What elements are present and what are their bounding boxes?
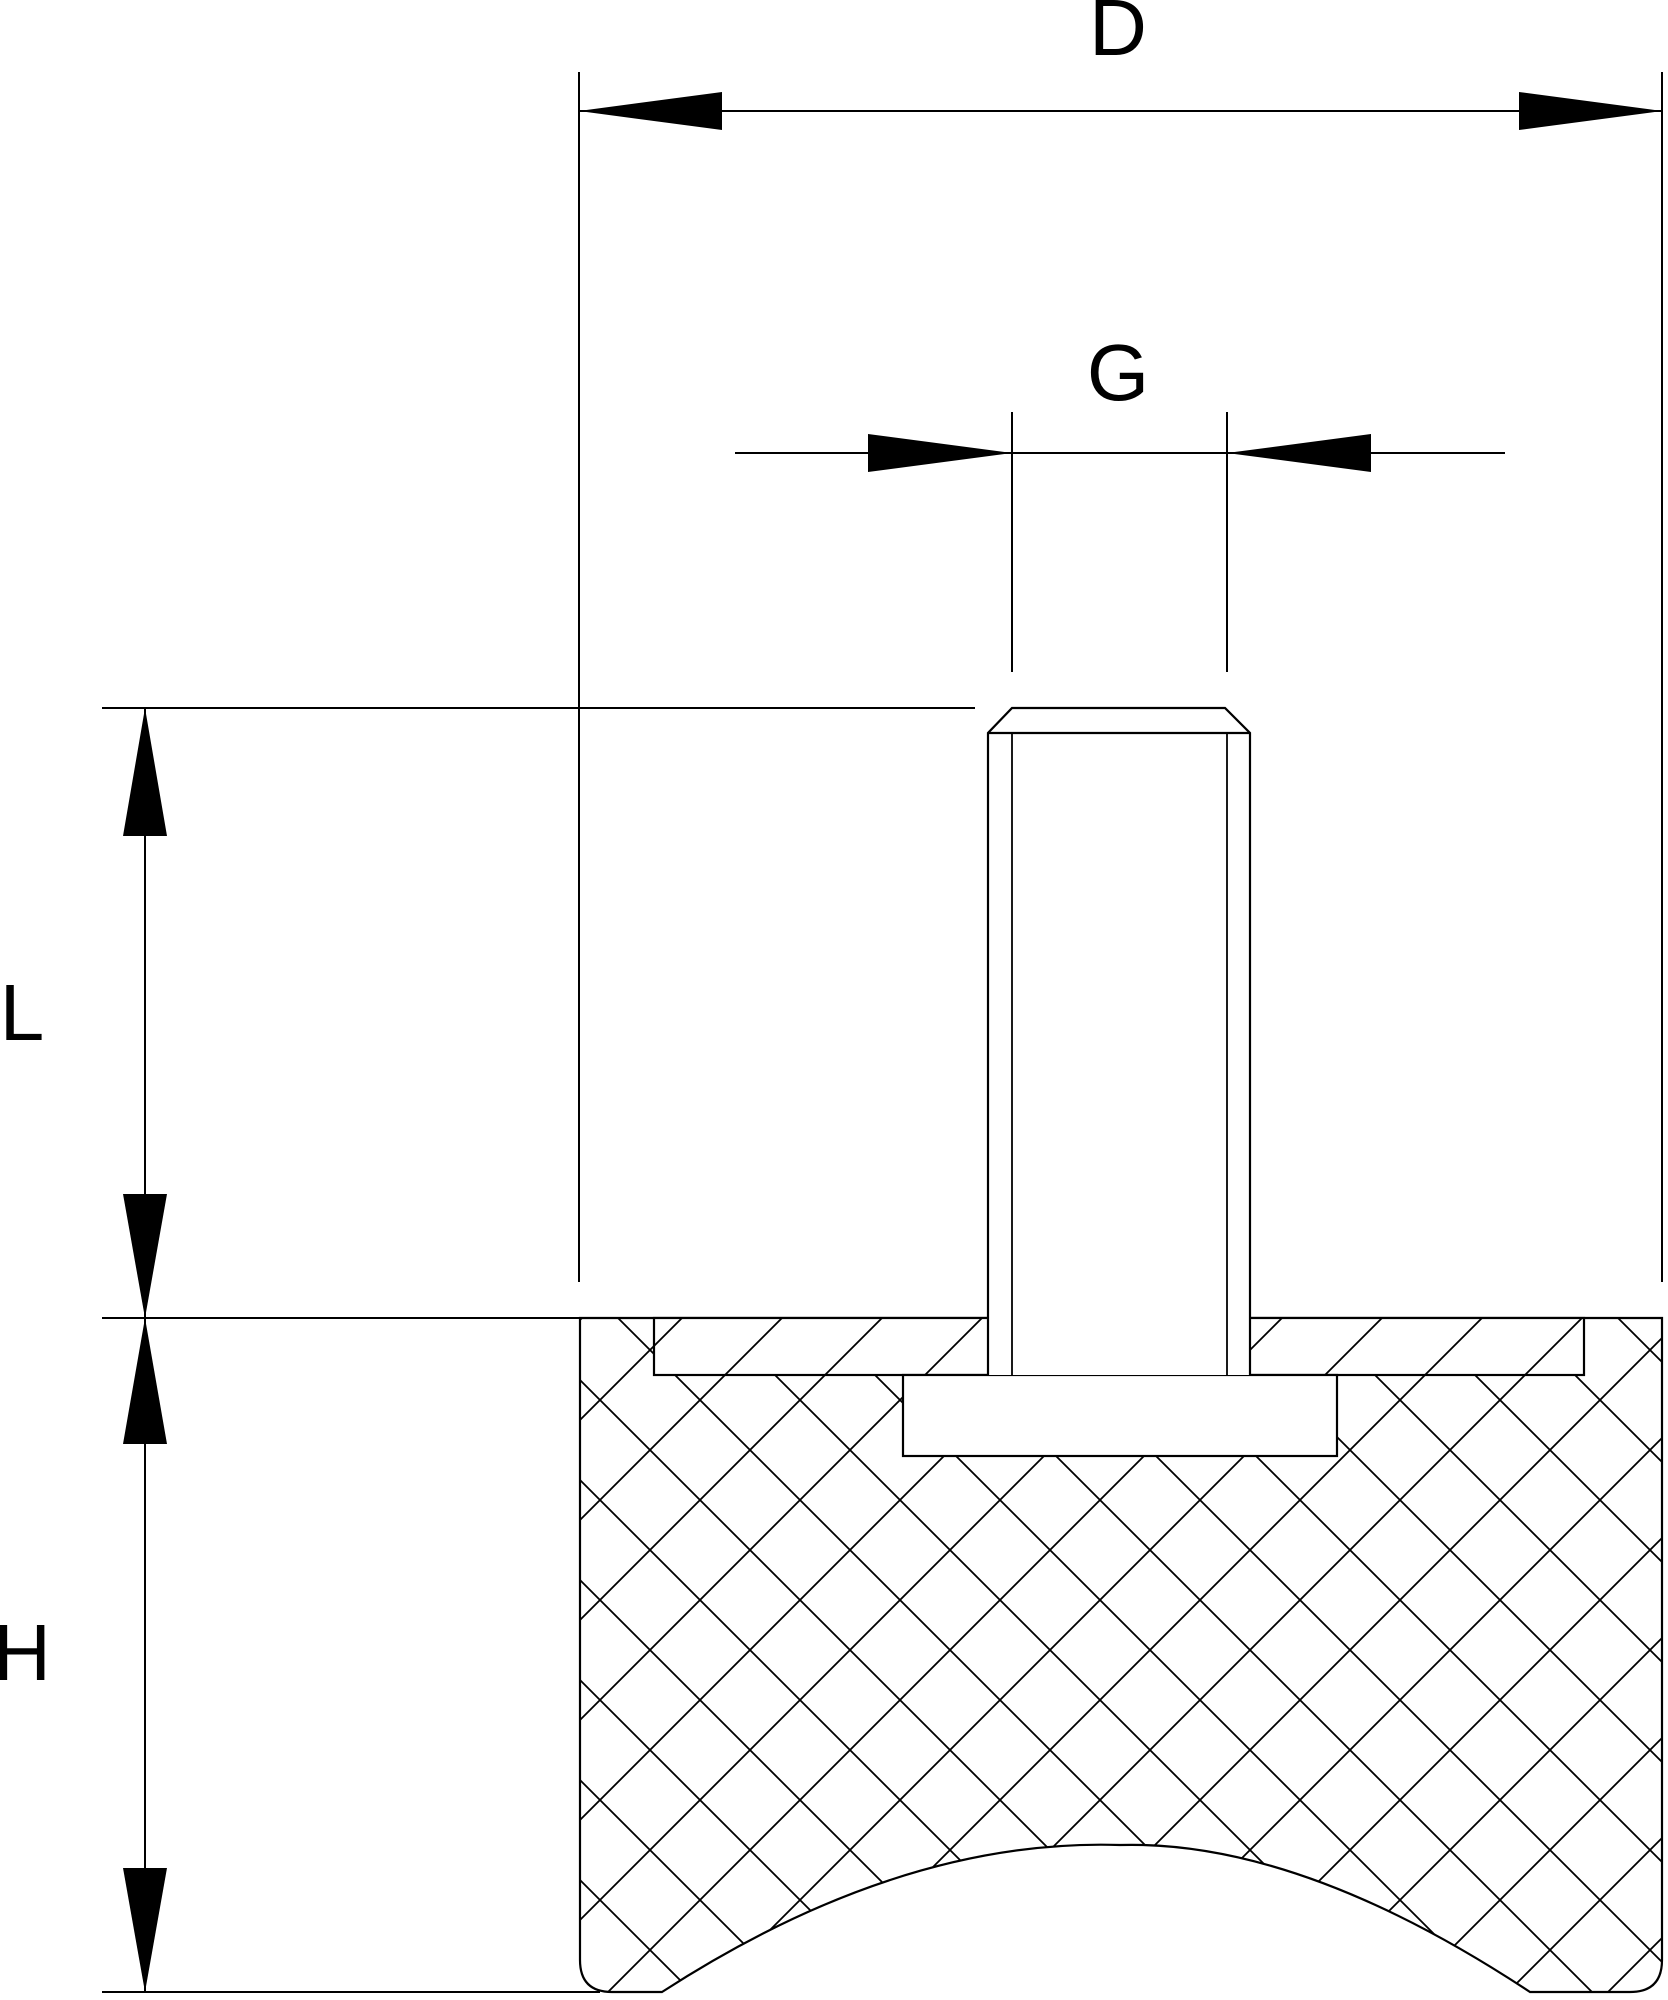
arrowhead-l-bottom [123,1194,167,1318]
label-d: D [1089,0,1147,72]
arrowhead-d-right [1519,92,1662,130]
arrowhead-h-top [123,1318,167,1444]
stud-chamfer-outline [986,706,1252,1375]
arrowhead-g-left [868,434,1012,472]
dimension-d [578,72,1663,1282]
arrowhead-g-right [1227,434,1371,472]
label-h: H [0,1608,51,1697]
arrowhead-l-top [123,708,167,836]
dimension-g [735,412,1505,672]
dimension-l [102,707,975,1319]
arrowhead-h-bottom [123,1868,167,1992]
label-g: G [1087,328,1149,417]
dimension-h [102,1318,600,1993]
arrowhead-d-left [579,92,722,130]
stud-shank [988,733,1250,1375]
threaded-stud [986,706,1252,1375]
rubber-body-outline [578,1316,1664,1994]
stud-base-plate [901,1373,1339,1458]
label-l: L [0,968,44,1057]
